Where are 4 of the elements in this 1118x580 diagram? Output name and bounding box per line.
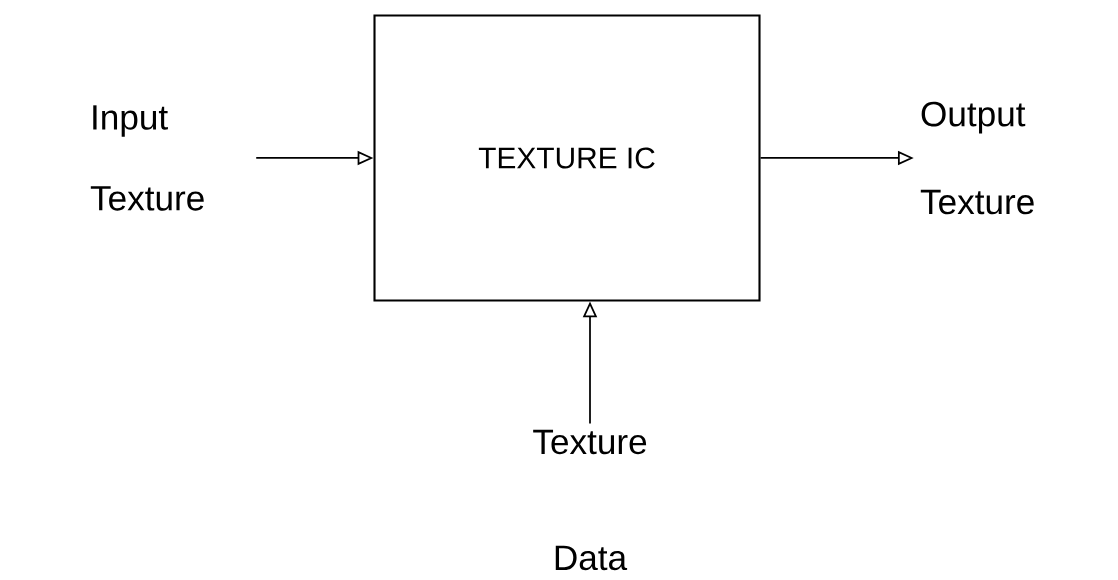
data-label: Texture Data <box>533 429 647 571</box>
output-label: Output Texture <box>920 101 1034 215</box>
input-label: Input Texture <box>90 105 204 211</box>
chip-box: TEXTURE IC <box>373 14 761 302</box>
